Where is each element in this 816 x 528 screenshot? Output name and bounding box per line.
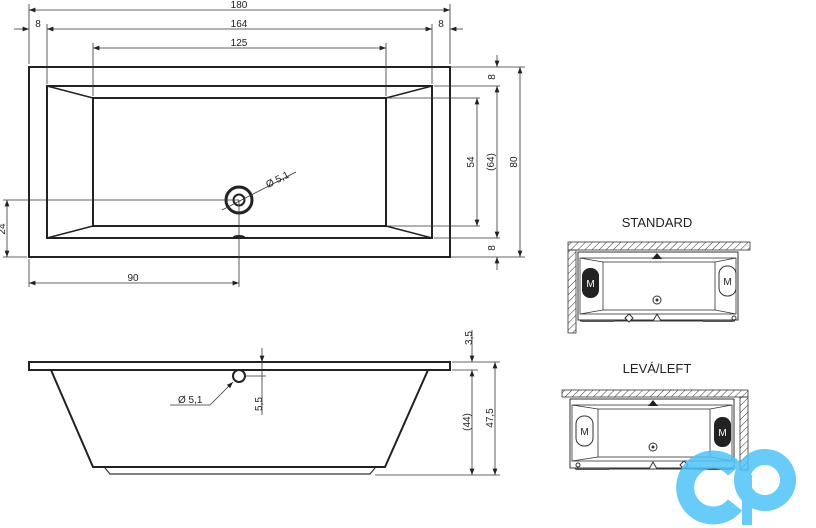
side-rim xyxy=(28,361,451,371)
dim-80: 80 xyxy=(509,156,520,168)
motor-icon xyxy=(718,265,737,297)
drain-icon xyxy=(652,295,662,305)
motor-label: M xyxy=(580,427,588,438)
motor-label: M xyxy=(586,279,594,290)
dim-54: 54 xyxy=(466,156,477,168)
dim-125: 125 xyxy=(231,38,248,49)
dim-rim-top: 8 xyxy=(487,74,498,80)
outer-rim xyxy=(28,66,451,258)
triangle-outline-icon xyxy=(652,312,662,322)
basin-bottom xyxy=(92,97,387,227)
dim-44: (44) xyxy=(462,413,473,431)
dim-5-5: 5,5 xyxy=(254,397,265,411)
triangle-filled-icon xyxy=(652,253,662,259)
layout-left-title: LEVÁ/LEFT xyxy=(623,361,692,376)
drain-icon xyxy=(648,442,658,452)
dim-180: 180 xyxy=(231,0,248,11)
overflow-icon xyxy=(232,369,246,383)
motor-icon xyxy=(575,415,594,447)
dim-47-5: 47,5 xyxy=(485,408,496,428)
motor-icon xyxy=(714,417,731,447)
side-view: Ø 5,1 5,5 3,5 (44) 47,5 xyxy=(28,330,500,476)
dim-3-5: 3,5 xyxy=(464,331,475,345)
layout-left: LEVÁ/LEFT M M xyxy=(561,361,749,471)
layout-standard: STANDARD M M xyxy=(567,215,751,334)
side-body xyxy=(50,369,429,468)
dim-rim-right: 8 xyxy=(438,19,444,30)
dim-164: 164 xyxy=(231,19,248,30)
diamond-icon xyxy=(624,313,634,323)
watermark-logo xyxy=(676,449,796,525)
dim-90: 90 xyxy=(127,273,139,284)
dim-rim-bottom: 8 xyxy=(487,245,498,251)
dim-overflow-diameter: Ø 5,1 xyxy=(178,395,203,406)
dim-rim-left: 8 xyxy=(35,19,41,30)
layout-standard-title: STANDARD xyxy=(622,215,693,230)
triangle-outline-icon xyxy=(648,460,658,470)
dim-64: (64) xyxy=(486,153,497,171)
motor-label: M xyxy=(723,277,731,288)
inner-rim xyxy=(46,85,433,239)
dim-24: 24 xyxy=(0,223,8,235)
side-foot xyxy=(104,467,376,475)
dim-drain-diameter: Ø 5,1 xyxy=(264,170,291,191)
top-view: 180 8 164 8 125 90 54 (64) 80 8 8 24 Ø 5… xyxy=(0,0,525,287)
motor-icon xyxy=(582,268,599,298)
motor-label: M xyxy=(718,428,726,439)
triangle-filled-icon xyxy=(648,400,658,406)
